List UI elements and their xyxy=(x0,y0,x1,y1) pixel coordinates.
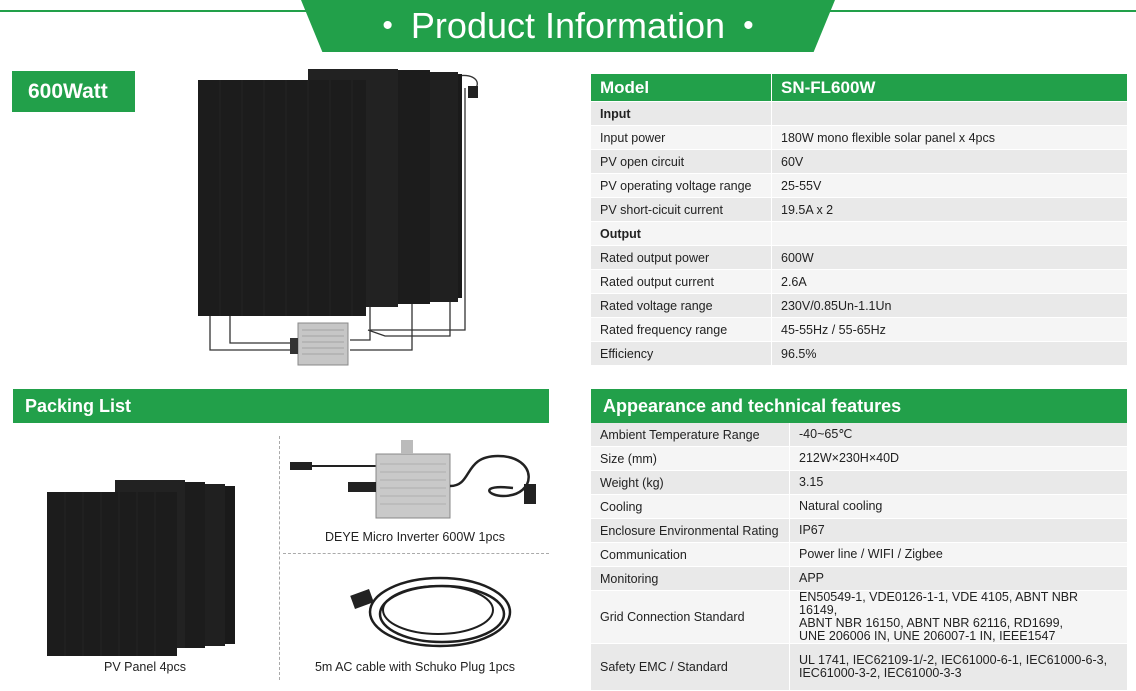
spec-value: 45-55Hz / 55-65Hz xyxy=(771,317,1127,342)
header-rule-right xyxy=(816,10,1136,12)
spec-label: Input power xyxy=(591,125,772,150)
spec-label: PV short-cicuit current xyxy=(591,197,772,222)
feature-label: Safety EMC / Standard xyxy=(591,643,790,691)
panel-stack xyxy=(198,69,462,316)
header-rule-left xyxy=(0,10,320,12)
spec-section-label: Output xyxy=(591,221,772,246)
feature-value: 3.15 xyxy=(789,470,1127,495)
spec-label: PV operating voltage range xyxy=(591,173,772,198)
spec-value: 96.5% xyxy=(771,341,1127,366)
feature-value: Natural cooling xyxy=(789,494,1127,519)
panel-caption: PV Panel 4pcs xyxy=(104,660,186,674)
feature-value: 212W×230H×40D xyxy=(789,446,1127,471)
feature-label: Enclosure Environmental Rating xyxy=(591,518,790,543)
feature-label: Ambient Temperature Range xyxy=(591,423,790,447)
inverter-caption: DEYE Micro Inverter 600W 1pcs xyxy=(325,530,505,544)
bullet-right: • xyxy=(743,9,754,42)
spec-label: Rated output power xyxy=(591,245,772,270)
spec-value: 2.6A xyxy=(771,269,1127,294)
feature-value: IP67 xyxy=(789,518,1127,543)
feature-value: -40~65℃ xyxy=(789,423,1127,447)
spec-label: Rated output current xyxy=(591,269,772,294)
page-title: Product Information xyxy=(410,5,726,46)
spec-value: 180W mono flexible solar panel x 4pcs xyxy=(771,125,1127,150)
spec-value: 19.5A x 2 xyxy=(771,197,1127,222)
spec-section-label: Input xyxy=(591,101,772,126)
spec-label: Rated voltage range xyxy=(591,293,772,318)
bullet-left: • xyxy=(382,9,393,42)
model-label: Model xyxy=(591,74,772,102)
spec-value xyxy=(771,221,1127,246)
power-tag-label: 600Watt xyxy=(28,79,108,103)
feature-label: Monitoring xyxy=(591,566,790,591)
spec-value: 230V/0.85Un-1.1Un xyxy=(771,293,1127,318)
spec-label: PV open circuit xyxy=(591,149,772,174)
features-title: Appearance and technical features xyxy=(603,395,902,416)
header-banner: • Product Information • xyxy=(301,0,835,52)
spec-value: 600W xyxy=(771,245,1127,270)
spec-section-row: Input xyxy=(591,101,1127,126)
cable-caption: 5m AC cable with Schuko Plug 1pcs xyxy=(314,660,516,674)
feature-row: Ambient Temperature Range -40~65℃ xyxy=(591,423,1127,447)
inverter-image xyxy=(290,440,536,519)
packing-list-title: Packing List xyxy=(25,395,132,416)
feature-value: EN50549-1, VDE0126-1-1, VDE 4105, ABNT N… xyxy=(789,590,1127,644)
ac-cable-image xyxy=(350,576,512,648)
spec-label: Efficiency xyxy=(591,341,772,366)
feature-row: Size (mm)212W×230H×40D xyxy=(591,446,1127,471)
packing-divider-vertical xyxy=(279,436,280,680)
feature-value: UL 1741, IEC62109-1/-2, IEC61000-6-1, IE… xyxy=(789,643,1127,691)
packing-list-header: Packing List xyxy=(13,389,549,423)
features-header: Appearance and technical features xyxy=(591,389,1127,423)
model-value: SN-FL600W xyxy=(771,74,1127,102)
feature-label: Communication xyxy=(591,542,790,567)
feature-label: Weight (kg) xyxy=(591,470,790,495)
feature-row: Weight (kg)3.15 xyxy=(591,470,1127,495)
spec-value xyxy=(771,101,1127,126)
feature-label: Size (mm) xyxy=(591,446,790,471)
feature-value: APP xyxy=(789,566,1127,591)
feature-label: Cooling xyxy=(591,494,790,519)
packing-divider-horizontal xyxy=(283,553,549,554)
product-illustration xyxy=(198,69,478,366)
spec-label: Rated frequency range xyxy=(591,317,772,342)
feature-value: Power line / WIFI / Zigbee xyxy=(789,542,1127,567)
spec-value: 60V xyxy=(771,149,1127,174)
panel-stack-image xyxy=(47,480,235,656)
spec-value: 25-55V xyxy=(771,173,1127,198)
feature-label: Grid Connection Standard xyxy=(591,590,790,644)
power-tag: 600Watt xyxy=(12,71,135,112)
spec-section-row: Output xyxy=(591,221,1127,246)
